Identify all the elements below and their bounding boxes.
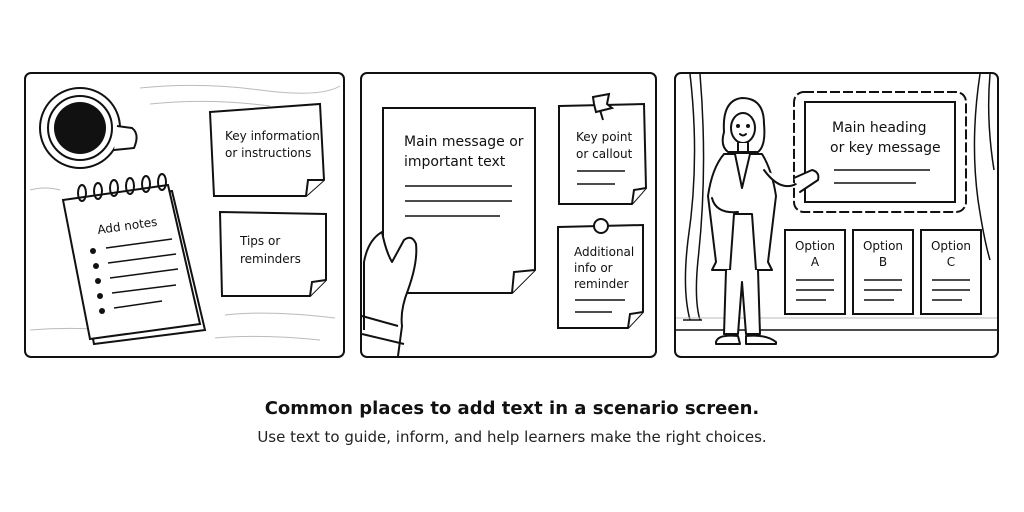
note-key-point-line2: or callout [576, 147, 633, 161]
option-c-line2: C [947, 255, 955, 269]
main-paper: Main message or important text [382, 107, 536, 294]
note-key-info-line2: or instructions [225, 146, 311, 160]
wood-grain [29, 84, 341, 341]
panel-desk: Add notes Key information or instruction… [24, 72, 345, 358]
caption-subtitle: Use text to guide, inform, and help lear… [257, 428, 767, 446]
option-card-a[interactable]: Option A [784, 229, 846, 315]
coffee-cup-icon [39, 87, 138, 169]
sticky-note-tips: Tips or reminders [218, 210, 327, 297]
frame-line1: Main heading [832, 120, 926, 136]
sticky-note-additional: Additional info or reminder [557, 218, 644, 329]
notebook: Add notes [61, 173, 207, 346]
paper-line2: important text [404, 154, 506, 170]
panel-stage: Main heading or key message Option A Opt… [674, 72, 999, 358]
paper-lines [405, 185, 512, 217]
note-key-point-line1: Key point [576, 130, 632, 144]
sticky-note-key-info: Key information or instructions [208, 102, 326, 197]
option-card-c[interactable]: Option C [920, 229, 982, 315]
frame-line2: or key message [830, 140, 941, 156]
hand-icon [361, 231, 418, 357]
caption-title: Common places to add text in a scenario … [264, 398, 760, 419]
note-additional-line1: Additional [574, 245, 634, 259]
pushpin-icon [591, 92, 615, 121]
panel-board: Main message or important text Key point… [360, 72, 657, 358]
option-a-line1: Option [795, 239, 835, 253]
notebook-bullets [90, 248, 105, 314]
note-key-info-line1: Key information [225, 129, 320, 143]
note-additional-line2: info or [574, 261, 613, 275]
option-c-line1: Option [931, 239, 971, 253]
option-card-b[interactable]: Option B [852, 229, 914, 315]
note-additional-line3: reminder [574, 277, 629, 291]
note-tips-line1: Tips or [239, 234, 280, 248]
heading-frame: Main heading or key message [793, 91, 967, 213]
option-b-line1: Option [863, 239, 903, 253]
note-tips-line2: reminders [240, 252, 301, 266]
paper-line1: Main message or [404, 134, 524, 150]
spiral-rings [77, 173, 167, 202]
sticky-note-key-point: Key point or callout [558, 92, 648, 205]
option-a-line2: A [811, 255, 820, 269]
option-b-line2: B [879, 255, 887, 269]
presenter-figure [707, 97, 820, 345]
notebook-lines [105, 238, 179, 309]
pin-icon [593, 218, 609, 234]
curtains [683, 73, 995, 321]
